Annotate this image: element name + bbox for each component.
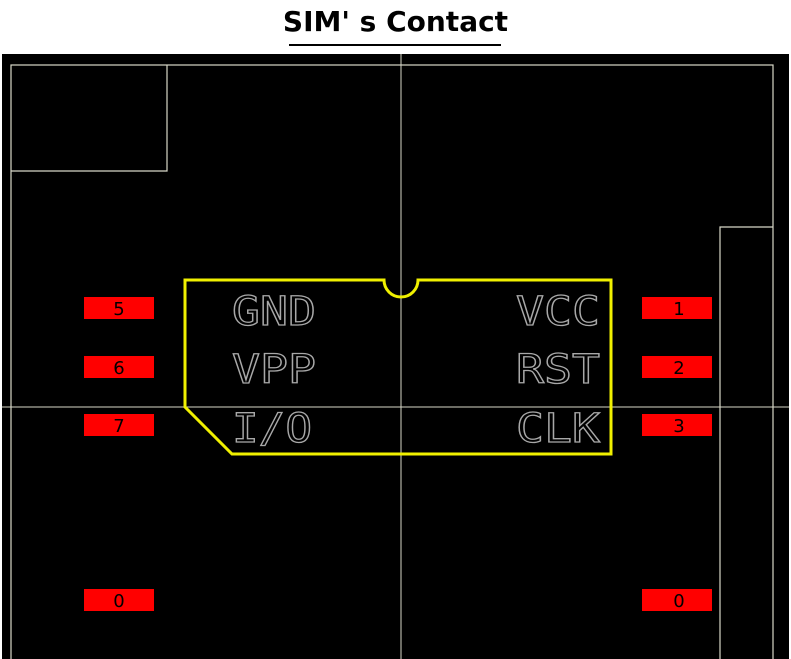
pad-right-0	[642, 589, 712, 611]
chip-outline	[183, 278, 613, 456]
corner-box-right	[719, 226, 773, 659]
right-pads: 1 2 3 0	[642, 297, 712, 612]
pad-number: 7	[113, 416, 124, 437]
pad-right-2	[642, 356, 712, 378]
label-io: I/O	[232, 406, 312, 452]
pad-number: 0	[673, 591, 684, 612]
label-gnd: GND	[232, 289, 316, 335]
pad-number: 6	[113, 358, 124, 379]
left-pads: 5 6 7 0	[84, 297, 154, 612]
pad-number: 2	[673, 358, 684, 379]
pad-number: 3	[673, 416, 684, 437]
pad-right-1	[642, 297, 712, 319]
pad-number: 0	[113, 591, 124, 612]
pad-number: 5	[113, 299, 124, 320]
title-bar: SIM' s Contact	[0, 0, 791, 54]
pad-number: 1	[673, 299, 684, 320]
sim-contact-diagram: 5 6 7 0 1 2 3 0 GND VPP I/O VCC RST CLK	[2, 54, 789, 659]
title-underline	[289, 44, 501, 46]
contact-labels: GND VPP I/O VCC RST CLK	[231, 288, 600, 452]
pad-right-3	[642, 414, 712, 436]
label-vpp: VPP	[232, 347, 316, 393]
pad-left-0	[84, 589, 154, 611]
pad-left-7	[84, 414, 154, 436]
pad-left-6	[84, 356, 154, 378]
board-outline	[10, 64, 774, 659]
pad-left-5	[84, 297, 154, 319]
label-clk: CLK	[516, 406, 600, 452]
page-title: SIM' s Contact	[282, 5, 509, 38]
label-rst: RST	[516, 347, 600, 393]
corner-box-left	[11, 65, 168, 172]
label-vcc: VCC	[516, 289, 600, 335]
